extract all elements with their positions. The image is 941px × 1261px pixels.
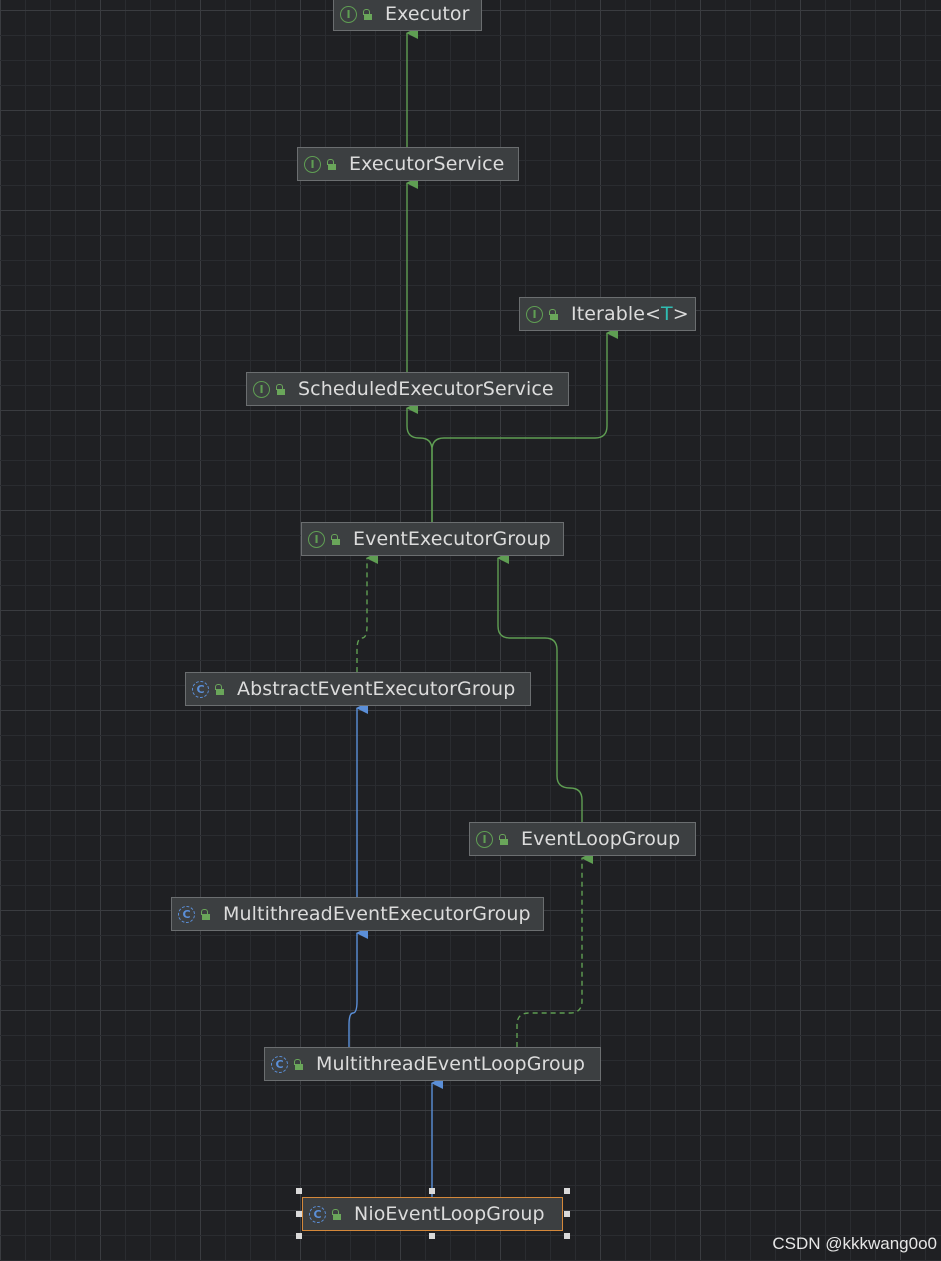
watermark: CSDN @kkkwang0o0 [772,1234,937,1253]
class-icon: C [271,1055,288,1073]
node-executor[interactable]: I Executor [333,0,482,31]
resize-handle-top-left[interactable] [296,1188,302,1194]
public-access-icon [214,683,224,695]
node-nio-event-loop-group[interactable]: C NioEventLoopGroup [302,1197,563,1231]
public-access-icon [330,533,340,545]
edge-abstract-event-executor-group-to-event-executor-group [356,552,378,672]
edge-multithread-event-loop-group-to-event-loop-group [516,852,593,1047]
node-label: NioEventLoopGroup [354,1203,545,1225]
node-label: MultithreadEventExecutorGroup [223,903,531,925]
public-access-icon [548,308,558,320]
class-icon: C [192,680,209,698]
node-label: MultithreadEventLoopGroup [316,1053,586,1075]
resize-handle-bottom[interactable] [429,1233,435,1239]
public-access-icon [326,158,336,170]
resize-handle-bottom-left[interactable] [296,1233,302,1239]
interface-icon: I [526,305,543,323]
public-access-icon [331,1208,341,1220]
resize-handle-left[interactable] [296,1211,302,1217]
node-label: AbstractEventExecutorGroup [237,678,516,700]
class-icon: C [178,905,195,923]
node-abstract-event-executor-group[interactable]: C AbstractEventExecutorGroup [185,672,531,706]
public-access-icon [362,8,372,20]
resize-handle-top-right[interactable] [564,1188,570,1194]
edge-event-executor-group-to-iterable [431,327,618,522]
resize-handle-right[interactable] [564,1211,570,1217]
node-label: EventExecutorGroup [353,528,551,550]
public-access-icon [275,383,285,395]
resize-handle-bottom-right[interactable] [564,1233,570,1239]
node-label: Iterable<T> [571,303,689,325]
public-access-icon [293,1058,303,1070]
node-executor-service[interactable]: I ExecutorService [297,147,519,181]
interface-icon: I [308,530,325,548]
node-event-executor-group[interactable]: I EventExecutorGroup [301,522,564,556]
edge-multithread-event-loop-group-to-multithread-event-executor-group [348,927,368,1047]
node-iterable[interactable]: I Iterable<T> [519,297,696,331]
public-access-icon [498,833,508,845]
node-label: ScheduledExecutorService [298,378,554,400]
public-access-icon [200,908,210,920]
edge-event-loop-group-to-event-executor-group [497,552,583,822]
node-label: ExecutorService [349,153,505,175]
edge-event-executor-group-to-scheduled-executor-service [406,402,433,522]
interface-icon: I [253,380,270,398]
node-multithread-event-executor-group[interactable]: C MultithreadEventExecutorGroup [171,897,544,931]
resize-handle-top[interactable] [429,1188,435,1194]
node-label: EventLoopGroup [521,828,681,850]
node-multithread-event-loop-group[interactable]: C MultithreadEventLoopGroup [264,1047,601,1081]
type-parameter: T [661,303,673,325]
node-event-loop-group[interactable]: I EventLoopGroup [469,822,696,856]
interface-icon: I [304,155,321,173]
node-scheduled-executor-service[interactable]: I ScheduledExecutorService [246,372,569,406]
class-icon: C [309,1205,326,1223]
interface-icon: I [340,5,357,23]
interface-icon: I [476,830,493,848]
node-label: Executor [385,3,470,25]
